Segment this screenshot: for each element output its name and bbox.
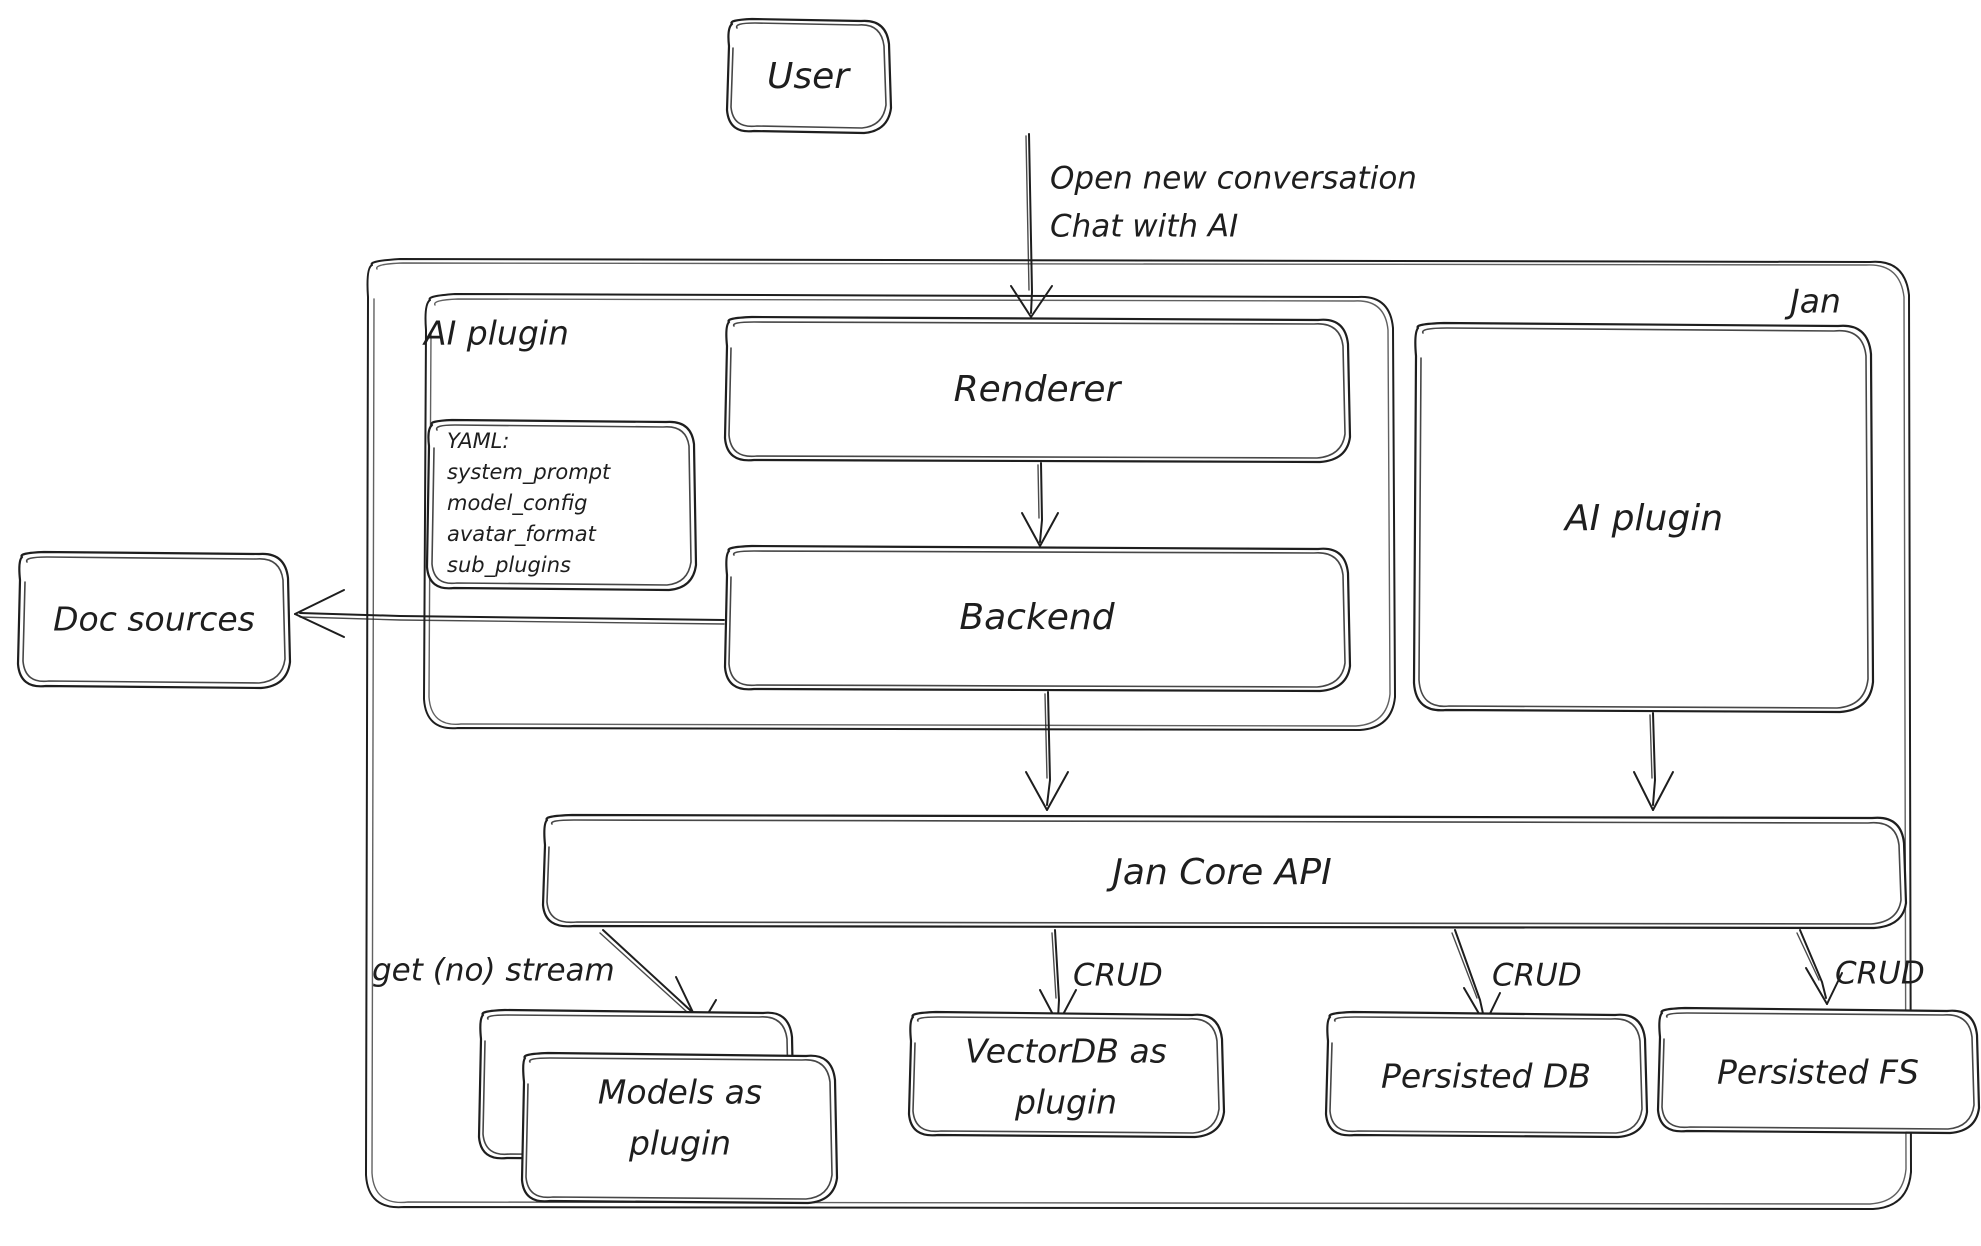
user-label: User [767,56,851,97]
models-as-plugin-node[interactable] [477,1008,839,1205]
models-as-plugin-label-line2: plugin [628,1124,731,1163]
user-node[interactable] [725,17,893,135]
yaml-line-avatar-format: avatar_format [447,522,597,547]
backend-node[interactable] [723,544,1352,693]
edge-user-to-renderer [1010,133,1053,318]
yaml-line-model-config: model_config [447,491,588,516]
persisted-db-label: Persisted DB [1381,1057,1591,1096]
renderer-label: Renderer [954,369,1123,410]
jan-container-label: Jan [1784,282,1841,321]
edge-renderer-to-backend [1021,462,1059,547]
edge-core-to-persisted-fs [1796,929,1843,1005]
models-as-plugin-label-line1: Models as [598,1073,762,1112]
persisted-fs-label: Persisted FS [1717,1053,1919,1092]
vectordb-as-plugin-label-line1: VectorDB as [965,1032,1167,1071]
ai-plugin-group-label: AI plugin [422,314,569,353]
yaml-line-system-prompt: system_prompt [447,460,611,485]
edge-core-to-vectordb [1039,929,1077,1025]
jan-core-api-label: Jan Core API [1106,852,1331,893]
edge-backend-to-core [1025,691,1069,811]
edge-backend-to-doc-sources [294,589,725,638]
yaml-config-node[interactable] [425,418,698,592]
ai-plugin-group-container [423,293,1396,731]
persisted-fs-node[interactable] [1656,1006,1981,1135]
persisted-db-node[interactable] [1324,1010,1649,1139]
edge-user-to-renderer-label-line1: Open new conversation [1050,161,1417,197]
vectordb-as-plugin-node[interactable] [907,1010,1226,1139]
jan-container [365,258,1912,1210]
edge-core-to-persisted-fs-label: CRUD [1835,956,1925,992]
edge-user-to-renderer-label-line2: Chat with AI [1050,209,1238,245]
doc-sources-node[interactable] [16,550,292,690]
edge-core-to-vectordb-label: CRUD [1073,958,1163,994]
doc-sources-label: Doc sources [53,600,255,639]
yaml-header: YAML: [447,429,509,453]
edge-core-to-models-label: get (no) stream [372,953,615,989]
yaml-line-sub-plugins: sub_plugins [447,553,571,578]
ai-plugin-right-label: AI plugin [1563,498,1723,539]
ai-plugin-right-node[interactable] [1412,321,1875,714]
edge-core-to-persisted-db-label: CRUD [1492,958,1582,994]
vectordb-as-plugin-label-line2: plugin [1014,1083,1117,1122]
edge-ai-plugin-right-to-core [1633,712,1674,811]
backend-label: Backend [959,597,1115,638]
jan-core-api-node[interactable] [541,813,1908,930]
renderer-node[interactable] [723,315,1352,464]
